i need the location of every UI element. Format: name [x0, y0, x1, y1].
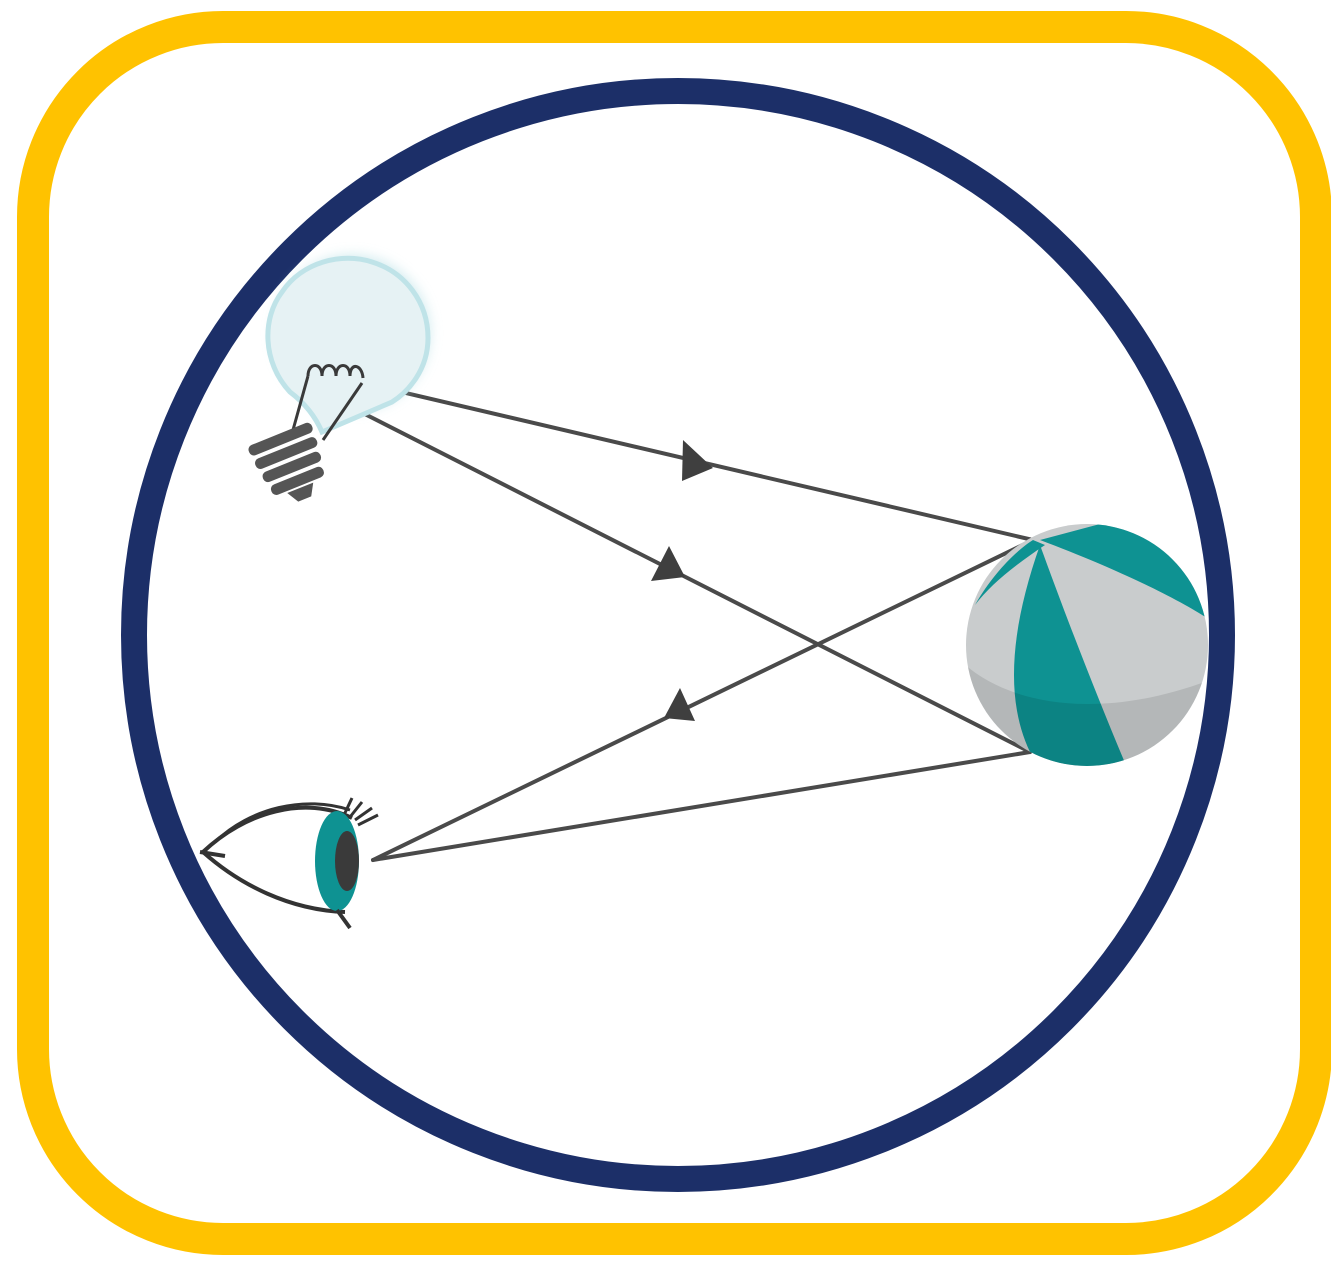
light-reflection-diagram: [0, 0, 1331, 1263]
